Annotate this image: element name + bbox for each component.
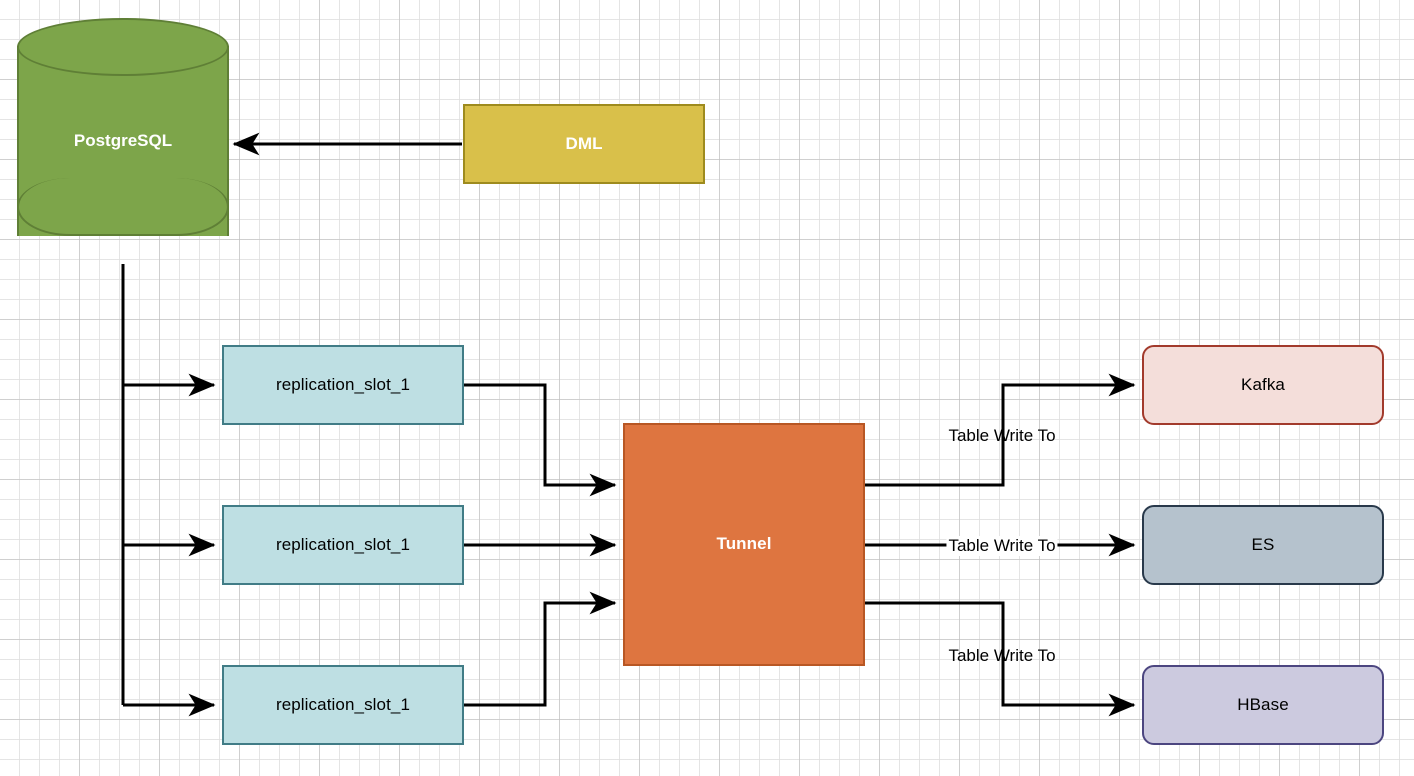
node-es-label: ES [1251, 534, 1275, 554]
edge-postgresql-to-slots [121, 264, 216, 717]
node-hbase[interactable]: HBase [1142, 665, 1384, 745]
node-replication-slot-1[interactable]: replication_slot_1 [222, 345, 464, 425]
node-postgresql[interactable]: PostgreSQL [17, 18, 229, 264]
node-kafka[interactable]: Kafka [1142, 345, 1384, 425]
node-replication-slot-2[interactable]: replication_slot_1 [222, 505, 464, 585]
node-hbase-label: HBase [1237, 694, 1289, 714]
edge-slot1-to-tunnel [464, 383, 617, 497]
node-replication-slot-3-label: replication_slot_1 [275, 694, 411, 714]
node-replication-slot-1-label: replication_slot_1 [275, 374, 411, 394]
cylinder-bottom [17, 178, 229, 236]
cylinder-top [17, 18, 229, 76]
node-dml-label: DML [565, 133, 603, 153]
node-dml[interactable]: DML [463, 104, 705, 184]
node-tunnel-label: Tunnel [716, 534, 772, 554]
node-postgresql-label: PostgreSQL [73, 131, 173, 150]
edge-label-tunnel-to-hbase: Table Write To [948, 646, 1056, 665]
node-replication-slot-3[interactable]: replication_slot_1 [222, 665, 464, 745]
node-replication-slot-2-label: replication_slot_1 [275, 534, 411, 554]
edge-label-tunnel-to-es: Table Write To [946, 536, 1058, 556]
edge-slot3-to-tunnel [464, 591, 617, 707]
node-es[interactable]: ES [1142, 505, 1384, 585]
node-kafka-label: Kafka [1241, 374, 1285, 394]
edge-label-tunnel-to-kafka: Table Write To [948, 426, 1056, 445]
node-tunnel[interactable]: Tunnel [623, 423, 865, 666]
